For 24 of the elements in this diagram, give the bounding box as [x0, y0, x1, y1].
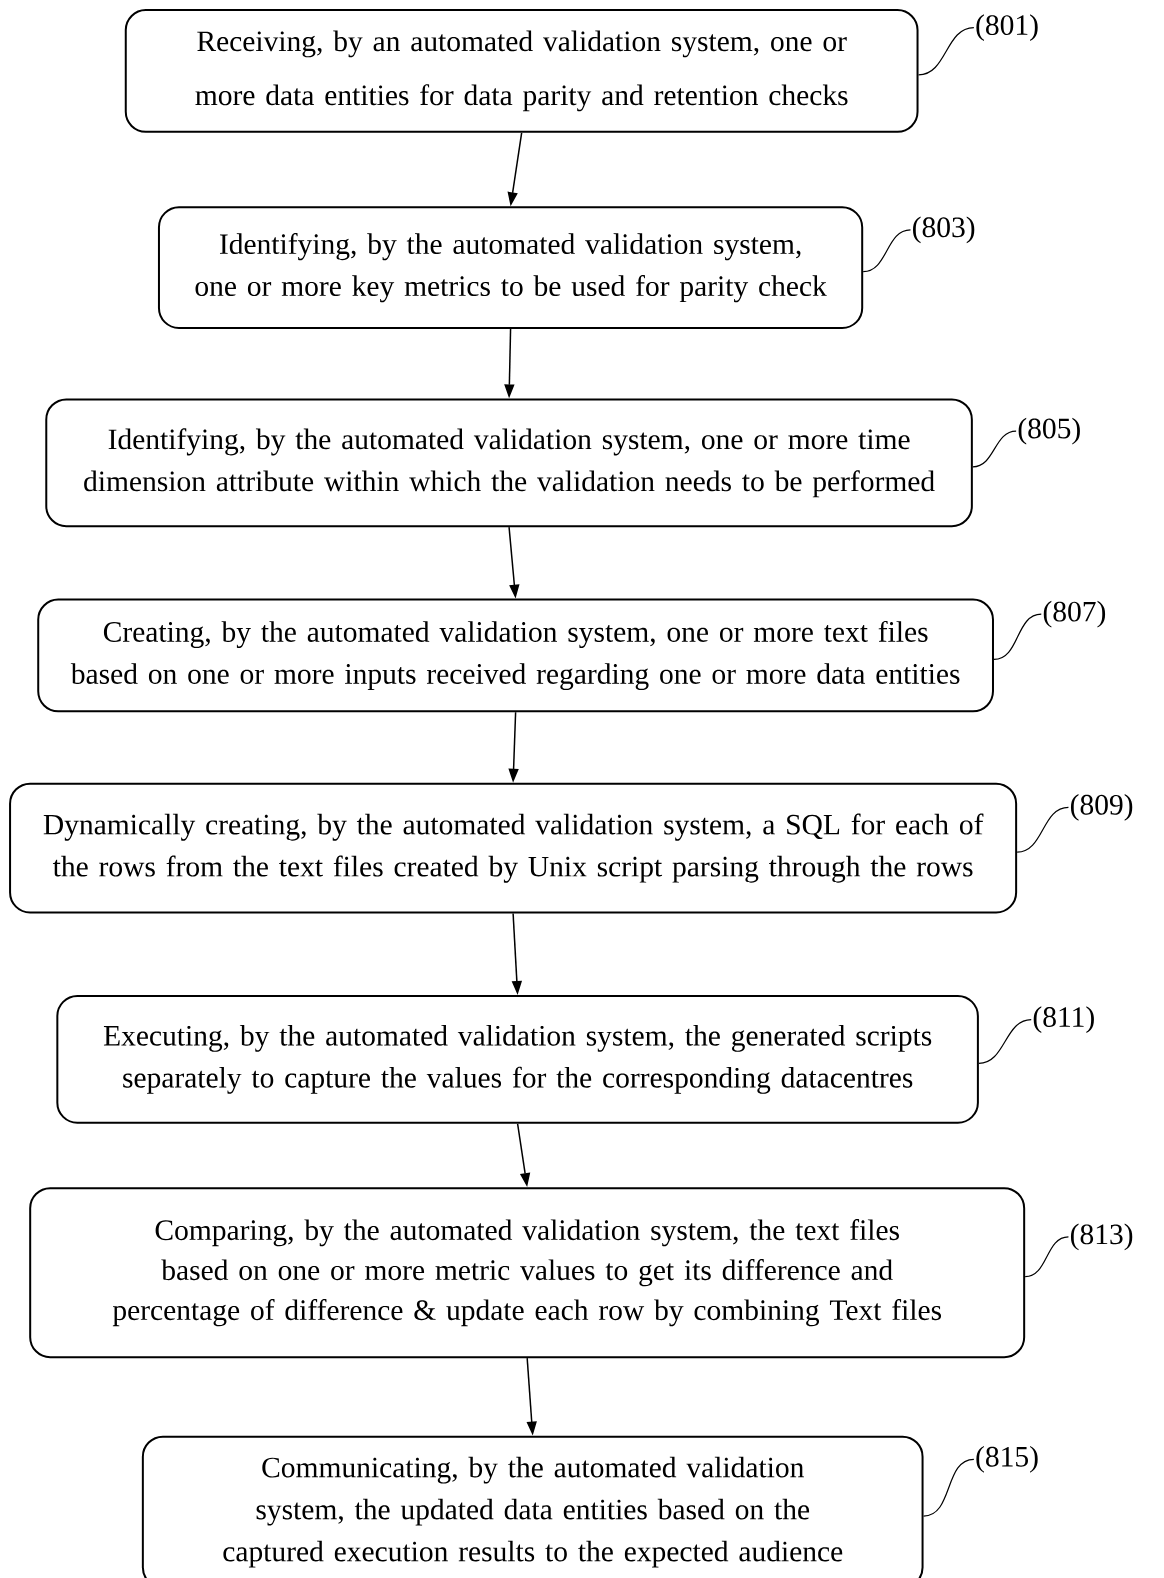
process-box: Identifying, by the automated validation system, one or more time dimension attribute within which the validation needs to be performed	[45, 398, 973, 528]
leader-line	[972, 430, 1017, 468]
reference-number: (801)	[976, 14, 1038, 41]
leader-line	[922, 1458, 975, 1517]
leader-line	[1016, 806, 1070, 853]
leader-line	[1024, 1236, 1070, 1278]
reference-number: (807)	[1043, 600, 1106, 628]
reference-number: (815)	[976, 1445, 1038, 1473]
process-box: Identifying, by the automated validation system, one or more key metrics to be used for parity check	[157, 206, 864, 329]
leader-line	[862, 229, 912, 273]
process-box: Comparing, by the automated validation system, the text files based on one or more metric values to get its difference and percentage of difference & update each row by combining Text files	[29, 1187, 1026, 1359]
process-box: Receiving, by an automated validation system, one or more data entities for data parity and retention checks	[124, 9, 919, 133]
leader-line	[993, 613, 1042, 661]
leader-line	[978, 1019, 1032, 1064]
process-box: Communicating, by the automated validation system, the updated data entities based on the captured execution results to the expected audience	[141, 1435, 924, 1578]
process-box: Dynamically creating, by the automated validation system, a SQL for each of the rows from the text files created by Unix script parsing through the rows	[9, 782, 1018, 914]
reference-number: (811)	[1033, 1006, 1094, 1033]
process-box: Executing, by the automated validation system, the generated scripts separately to capture the values for the corresponding datacentres	[56, 995, 979, 1124]
reference-number: (805)	[1018, 417, 1080, 445]
leader-line	[917, 27, 975, 76]
process-box: Creating, by the automated validation system, one or more text files based on one or more inputs received regarding one or more data entities	[37, 598, 994, 713]
reference-number: (813)	[1070, 1223, 1133, 1251]
reference-number: (809)	[1070, 794, 1133, 821]
reference-number: (803)	[913, 216, 975, 244]
